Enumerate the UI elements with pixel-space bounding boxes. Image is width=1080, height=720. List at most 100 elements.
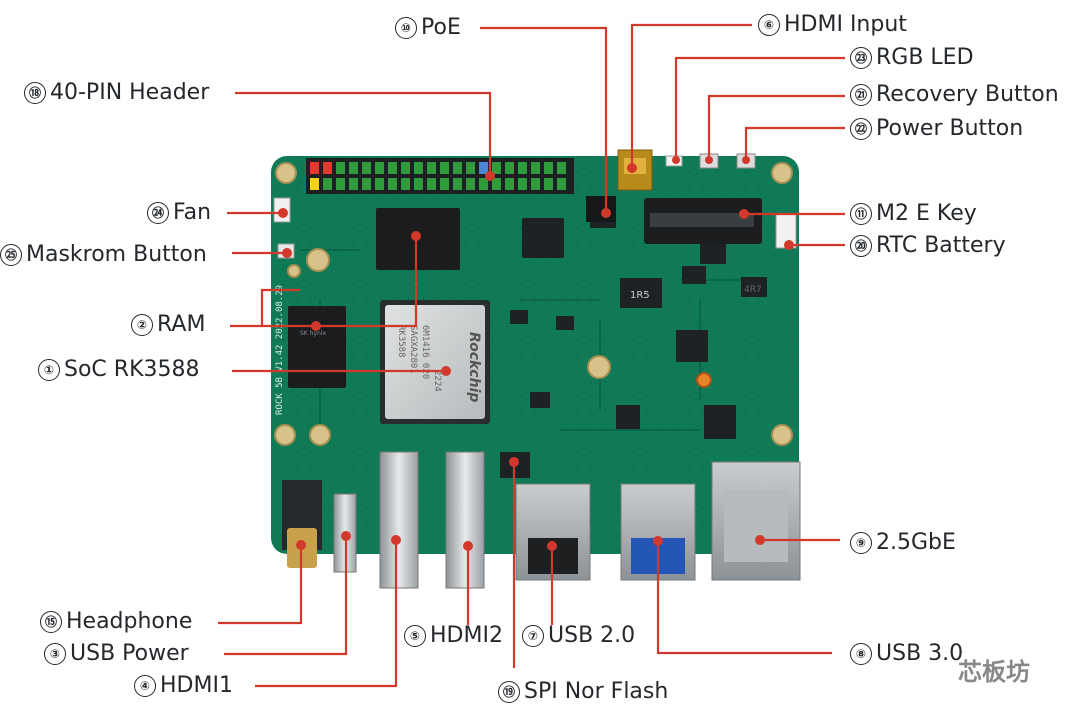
label-text: SPI Nor Flash	[524, 679, 669, 704]
gpio-pin	[466, 162, 475, 174]
gpio-pin	[323, 162, 332, 174]
gpio-pin	[544, 178, 553, 190]
label-number: ⑱	[24, 82, 46, 104]
gpio-pin	[505, 178, 514, 190]
label-number: ⑤	[404, 625, 426, 647]
label-number: ②	[131, 314, 153, 336]
gpio-pin	[349, 178, 358, 190]
label-text: Maskrom Button	[26, 242, 207, 267]
gpio-pin	[401, 178, 410, 190]
gpio-pin	[557, 162, 566, 174]
gpio-pin	[375, 178, 384, 190]
board-silkscreen: ROCK 5B V1.42 2022.08.29	[275, 285, 285, 415]
label-number: ㉒	[850, 118, 872, 140]
soc-line-2: SAGXA2801	[408, 325, 418, 374]
gpio-pin	[401, 162, 410, 174]
gpio-pin	[531, 162, 540, 174]
label-text: Fan	[173, 200, 212, 225]
label-text: RGB LED	[876, 45, 974, 70]
gpio-pin	[544, 162, 553, 174]
gpio-pin	[349, 162, 358, 174]
gpio-pin	[375, 162, 384, 174]
mounting-holes	[274, 162, 793, 446]
label-number: ㉓	[850, 47, 872, 69]
soc-chip: Rockchip RK3588 SAGXA2801 6M1416 020 222…	[380, 300, 490, 424]
gpio-pin	[414, 178, 423, 190]
soc-line-1: RK3588	[396, 325, 406, 358]
gpio-pin	[453, 178, 462, 190]
gpio-pin	[310, 162, 319, 174]
label-number: ㉔	[147, 202, 169, 224]
gpio-pin	[531, 178, 540, 190]
label-text: Power Button	[876, 116, 1024, 141]
label-text: RTC Battery	[876, 233, 1006, 258]
label-number: ⑥	[758, 14, 780, 36]
inductor-label-1r5: 1R5	[630, 290, 650, 301]
gpio-pin	[479, 162, 488, 174]
label-text: HDMI Input	[784, 12, 907, 37]
soc-line-4: 2224	[432, 370, 442, 392]
label-text: USB 2.0	[548, 623, 636, 648]
label-number: ⑨	[850, 532, 872, 554]
gpio-pin	[492, 162, 501, 174]
inductor-label-4r7: 4R7	[744, 285, 762, 295]
gpio-pin	[440, 162, 449, 174]
gpio-pin	[440, 178, 449, 190]
gpio-pin	[362, 178, 371, 190]
svg-text:SK hynix: SK hynix	[300, 330, 326, 337]
label-text: HDMI1	[160, 673, 233, 698]
label-text: RAM	[157, 312, 206, 337]
soc-marking: Rockchip	[466, 332, 482, 402]
gpio-pin	[310, 178, 319, 190]
gpio-pin	[388, 162, 397, 174]
label-text: Recovery Button	[876, 82, 1059, 107]
soc-line-3: 6M1416 020	[420, 325, 430, 379]
gpio-pin	[557, 178, 566, 190]
gpio-pin	[336, 178, 345, 190]
gpio-pin	[505, 162, 514, 174]
watermark: 芯板坊	[958, 658, 1030, 686]
gpio-pin	[466, 178, 475, 190]
label-number: ⑪	[850, 203, 872, 225]
gpio-pin	[479, 178, 488, 190]
gpio-pin	[362, 162, 371, 174]
label-number: ㉑	[850, 84, 872, 106]
label-number: ④	[134, 675, 156, 697]
label-text: PoE	[421, 15, 461, 40]
label-number: ⑩	[395, 17, 417, 39]
label-text: 40-PIN Header	[50, 80, 210, 105]
gpio-pin	[427, 162, 436, 174]
gpio-header	[306, 158, 574, 194]
label-number: ㉕	[0, 244, 22, 266]
gpio-pin	[518, 178, 527, 190]
label-text: M2 E Key	[876, 201, 977, 226]
capacitor	[696, 372, 712, 388]
gpio-pin	[414, 162, 423, 174]
leader-lines	[218, 23, 845, 688]
label-text: Headphone	[66, 609, 193, 634]
gpio-pin	[323, 178, 332, 190]
label-number: ⑦	[522, 625, 544, 647]
gpio-pin	[453, 162, 462, 174]
label-number: ①	[38, 359, 60, 381]
label-text: 2.5GbE	[876, 530, 956, 555]
